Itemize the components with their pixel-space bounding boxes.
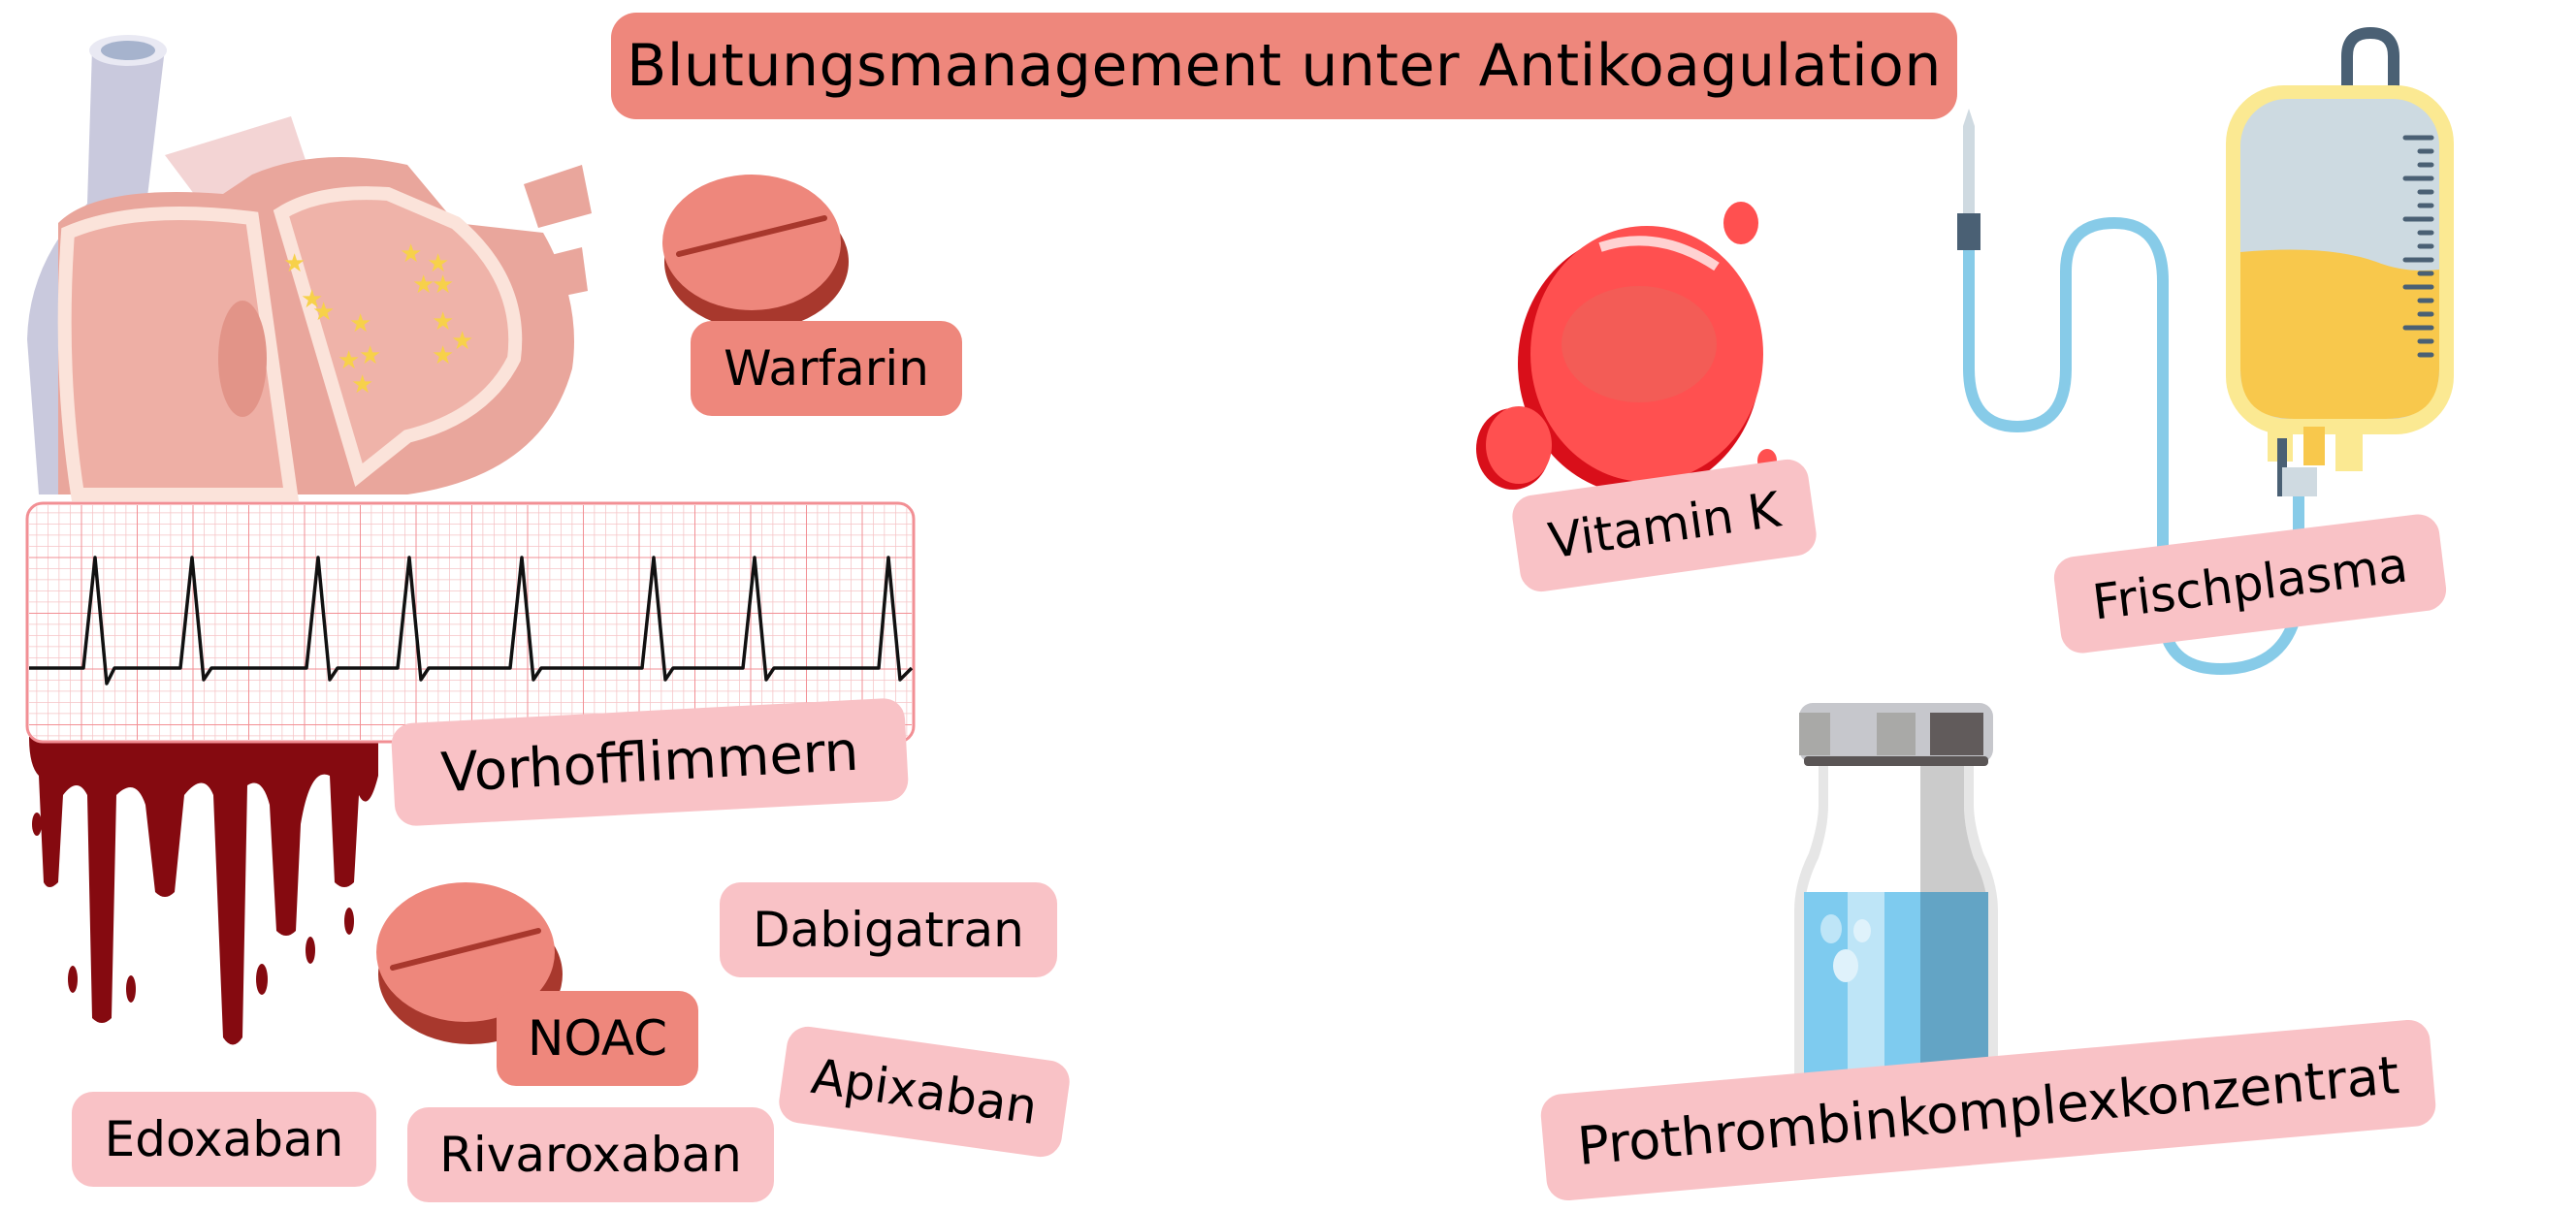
warfarin-pill-icon [662,175,849,330]
page-title: Blutungsmanagement unter Antikoagulation [611,13,1957,119]
svg-text:★: ★ [432,271,454,300]
svg-text:★: ★ [301,285,323,314]
svg-text:★: ★ [312,298,335,327]
rivaroxaban-label: Rivaroxaban [407,1107,774,1202]
svg-text:★: ★ [412,271,435,300]
iv-bag-icon [1957,26,2454,676]
svg-text:★: ★ [351,370,373,399]
svg-text:★: ★ [432,307,454,336]
blood-drip-icon [29,737,378,1045]
svg-text:★: ★ [359,341,381,370]
vial-icon [1794,703,1998,1086]
svg-text:★: ★ [338,346,360,375]
svg-text:★: ★ [349,309,371,338]
apixaban-label: Apixaban [776,1024,1073,1160]
ecg-strip-icon [25,501,916,744]
warfarin-label: Warfarin [691,321,962,416]
vitamin-k-drop-icon [1476,202,1777,494]
dabigatran-label: Dabigatran [720,882,1057,977]
svg-text:★: ★ [427,249,449,278]
edoxaban-label: Edoxaban [72,1092,376,1187]
heart-icon: ★★★ ★★★★ ★★★ ★★★★ [27,35,592,501]
svg-text:★: ★ [400,239,422,269]
svg-text:★: ★ [283,249,306,278]
svg-text:★: ★ [451,327,473,356]
svg-text:★: ★ [432,341,454,370]
noac-label: NOAC [497,991,698,1086]
